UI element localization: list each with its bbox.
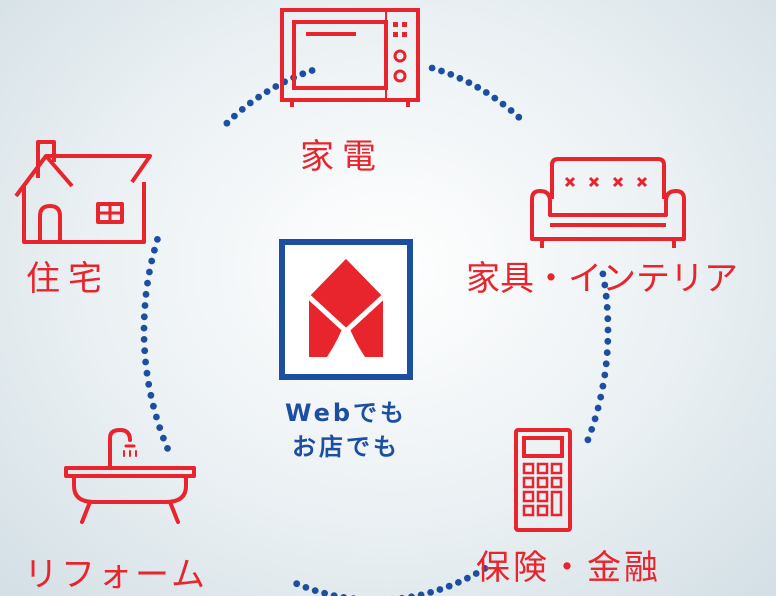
category-label-housing: 住宅 xyxy=(26,259,110,299)
center-caption: Webでも お店でも xyxy=(270,396,422,464)
bathtub-icon xyxy=(60,426,200,526)
yamada-house-logo-icon xyxy=(279,239,413,380)
house-icon xyxy=(14,138,152,246)
category-label-renovation: リフォーム xyxy=(24,555,208,595)
category-label-furniture: 家具・インテリア xyxy=(466,259,738,299)
microwave-icon xyxy=(280,8,420,108)
category-label-appliances: 家電 xyxy=(300,137,384,177)
calculator-icon xyxy=(514,428,572,532)
category-label-finance: 保険・金融 xyxy=(476,548,661,588)
center-caption-line2: お店でも xyxy=(292,433,400,461)
sofa-icon xyxy=(528,155,688,251)
center-caption-line1: Webでも xyxy=(284,399,408,427)
